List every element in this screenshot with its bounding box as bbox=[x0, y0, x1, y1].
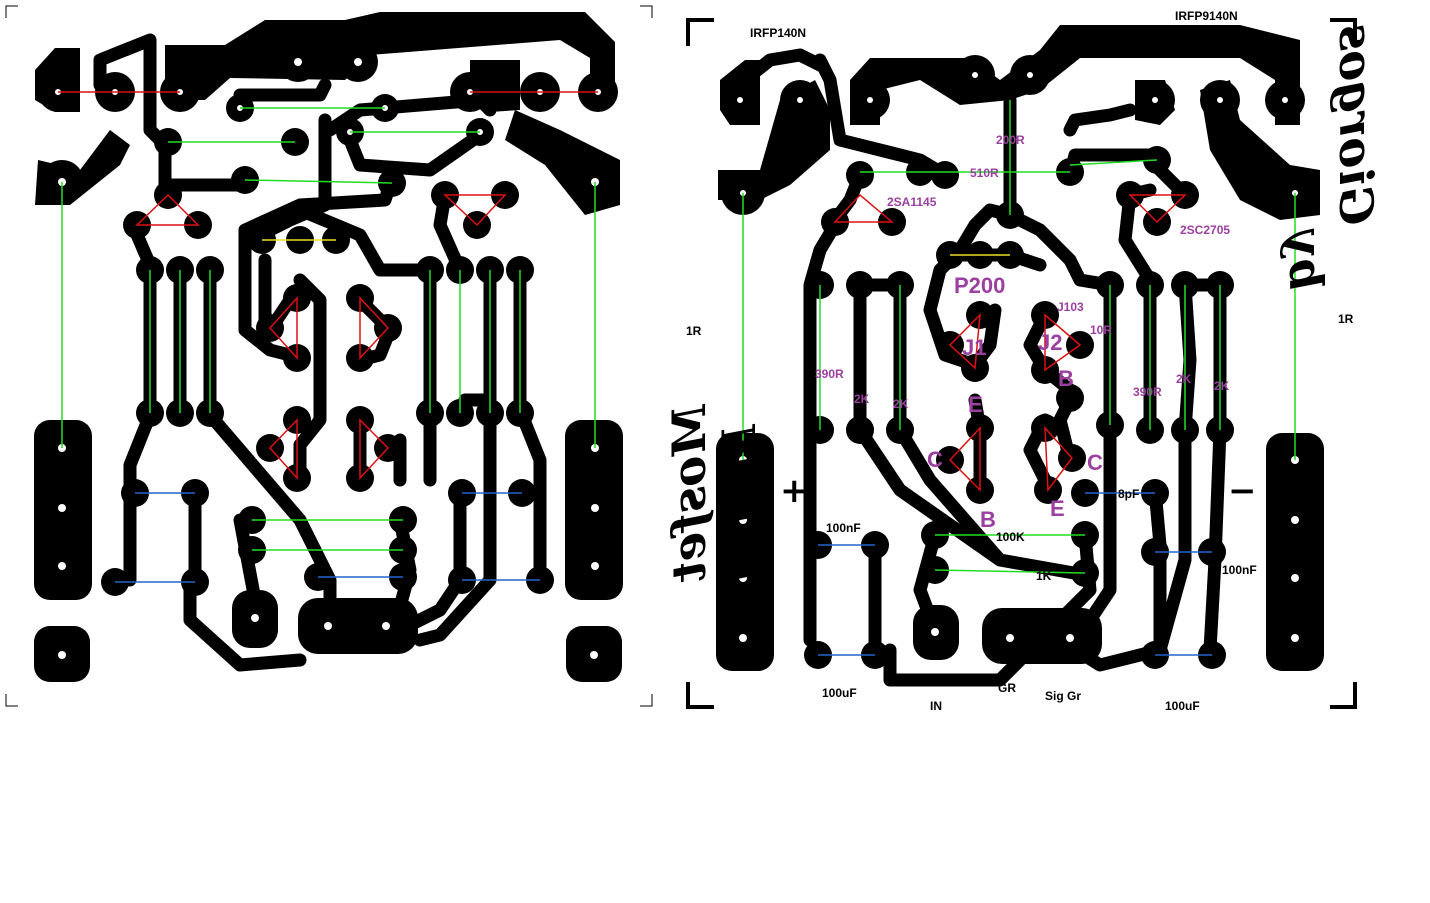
left-crop-marks bbox=[5, 5, 653, 707]
label-200r: 200R bbox=[996, 133, 1025, 147]
label-p200: P200 bbox=[954, 273, 1005, 298]
label-plus: + bbox=[780, 471, 809, 511]
label-100uf-right: 100uF bbox=[1165, 699, 1200, 713]
right-jumpers bbox=[742, 100, 1296, 656]
label-pin-e-left: E bbox=[968, 392, 983, 417]
label-2k-4: 2K bbox=[1214, 379, 1230, 393]
label-pin-b-right: B bbox=[1058, 366, 1074, 391]
right-holes bbox=[737, 72, 1299, 642]
label-minus: − bbox=[1228, 471, 1257, 511]
right-labels: IRFP140N IRFP9140N 200R 510R 2SA1145 2SC… bbox=[686, 9, 1354, 713]
text-mosfet: Mosfet bbox=[662, 403, 716, 583]
left-holes bbox=[55, 58, 601, 659]
text-by: by bbox=[1279, 228, 1333, 290]
label-pin-e-right: E bbox=[1050, 496, 1065, 521]
label-sig-gr: Sig Gr bbox=[1045, 689, 1081, 703]
label-100nf-left: 100nF bbox=[826, 521, 861, 535]
left-pads bbox=[34, 42, 623, 682]
label-2sa1145: 2SA1145 bbox=[887, 195, 937, 209]
label-j2: J2 bbox=[1038, 330, 1062, 355]
label-100uf-left: 100uF bbox=[822, 686, 857, 700]
label-390r-left: 390R bbox=[815, 367, 844, 381]
left-board bbox=[5, 5, 653, 707]
mirrored-copper-text: Mosfet Monster by Giorgos bbox=[662, 25, 1383, 645]
label-pin-b-left: B bbox=[980, 507, 996, 532]
label-gr: GR bbox=[998, 681, 1016, 695]
label-510r: 510R bbox=[970, 166, 999, 180]
label-100k: 100K bbox=[996, 530, 1025, 544]
label-pin-c-left: C bbox=[927, 447, 943, 472]
label-10r: 10R bbox=[1090, 323, 1112, 337]
label-2sc2705: 2SC2705 bbox=[1180, 223, 1230, 237]
label-2k-1: 2K bbox=[854, 392, 870, 406]
text-monster: Monster bbox=[712, 423, 766, 644]
label-irfp140n: IRFP140N bbox=[750, 26, 806, 40]
right-board: IRFP140N IRFP9140N 200R 510R 2SA1145 2SC… bbox=[662, 9, 1383, 713]
label-8pf: 8pF bbox=[1118, 487, 1139, 501]
right-crop-marks bbox=[686, 18, 1357, 709]
label-2k-3: 2K bbox=[1176, 372, 1192, 386]
label-j1: J1 bbox=[962, 335, 986, 360]
label-390r-right: 390R bbox=[1133, 385, 1162, 399]
label-1r-right: 1R bbox=[1338, 312, 1354, 326]
label-1k: 1K bbox=[1036, 569, 1052, 583]
label-100nf-right: 100nF bbox=[1222, 563, 1257, 577]
label-pin-c-right: C bbox=[1087, 450, 1103, 475]
text-giorgos: Giorgos bbox=[1329, 25, 1383, 225]
label-1r-left: 1R bbox=[686, 324, 702, 338]
label-2k-2: 2K bbox=[893, 397, 909, 411]
label-in: IN bbox=[930, 699, 942, 713]
label-irfp9140n: IRFP9140N bbox=[1175, 9, 1238, 23]
label-j103: J103 bbox=[1057, 300, 1084, 314]
left-jumpers bbox=[58, 91, 598, 583]
